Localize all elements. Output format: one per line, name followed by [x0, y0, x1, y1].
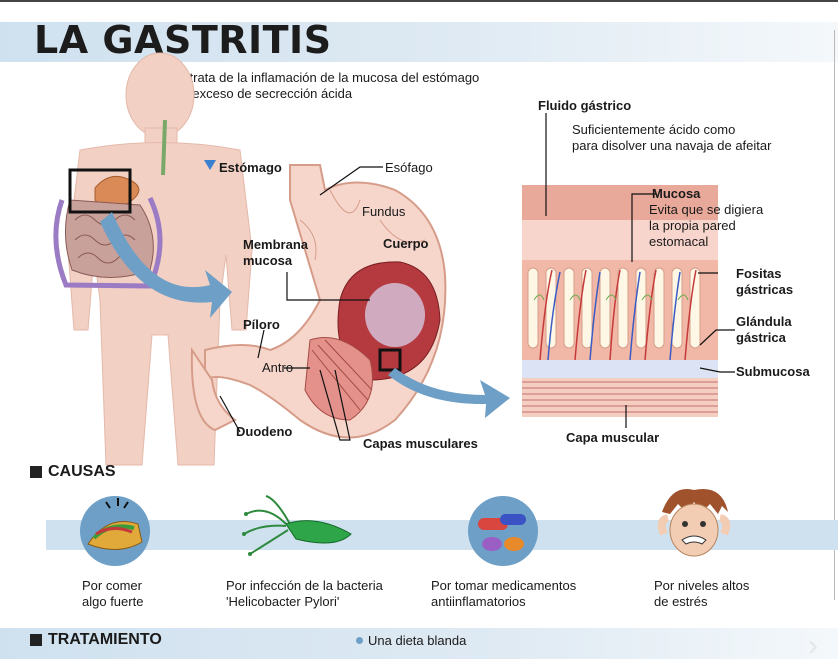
cause-1-line-1: Por comer: [82, 578, 142, 593]
zoom-arrow-2: [388, 368, 510, 418]
label-fositas-1: Fositas: [736, 266, 782, 281]
subtitle-line-1: Se trata de la inflamación de la mucosa …: [170, 70, 480, 85]
mucosa-desc-1: Evita que se digiera: [649, 202, 764, 217]
causes-heading-text: CAUSAS: [48, 463, 116, 480]
cause-2-line-2: 'Helicobacter Pylori': [226, 594, 340, 609]
label-capas-musculares: Capas musculares: [363, 436, 478, 451]
label-estomago: Estómago: [219, 160, 282, 175]
label-glandula-2: gástrica: [736, 330, 786, 345]
cause-3-line-1: Por tomar medicamentos: [431, 578, 577, 593]
label-membrana-1: Membrana: [243, 237, 309, 252]
label-fositas-2: gástricas: [736, 282, 794, 297]
treatment-heading-text: TRATAMIENTO: [48, 631, 162, 648]
pills-icon: [468, 496, 538, 566]
taco-icon: [80, 496, 150, 566]
tissue-cross-section: [522, 185, 718, 417]
label-antro: Antro: [262, 360, 294, 375]
cause-3-line-2: antiinflamatorios: [431, 594, 526, 609]
bullet-dot-icon: [356, 637, 363, 644]
label-esofago: Esófago: [385, 160, 433, 175]
treatment-item-1-text: Una dieta blanda: [368, 633, 467, 648]
stressed-person-icon: [657, 488, 731, 557]
cause-2-line-1: Por infección de la bacteria: [226, 578, 383, 593]
causes-heading: CAUSAS: [30, 463, 116, 481]
fluido-desc-2: para disolver una navaja de afeitar: [572, 138, 772, 153]
treatment-band: [0, 628, 838, 659]
label-piloro: Píloro: [243, 317, 280, 332]
page-title: LA GASTRITIS: [34, 18, 332, 62]
cause-4-line-2: de estrés: [654, 594, 708, 609]
chevron-right-icon: ›: [808, 629, 818, 662]
right-divider: [834, 30, 835, 600]
mucosa-desc-2: la propia pared: [649, 218, 736, 233]
mucosa-desc-3: estomacal: [649, 234, 709, 249]
label-capa-muscular: Capa muscular: [566, 430, 660, 445]
label-glandula-1: Glándula: [736, 314, 792, 329]
stomach-zoom-box: [378, 348, 402, 372]
treatment-heading: TRATAMIENTO: [30, 631, 162, 649]
label-fluido-gastrico: Fluido gástrico: [538, 98, 632, 113]
gastritis-illustration: [53, 52, 735, 466]
zoom-arrow-1: [100, 212, 232, 318]
fluido-desc-1: Suficientemente ácido como: [572, 122, 736, 137]
label-cuerpo: Cuerpo: [383, 236, 429, 251]
triangle-down-icon: [204, 160, 216, 170]
body-zoom-box: [68, 168, 132, 214]
label-mucosa: Mucosa: [652, 186, 701, 201]
title-band: [0, 22, 838, 62]
subtitle-line-2: por exceso de secrección ácida: [170, 86, 353, 101]
label-membrana-2: mucosa: [243, 253, 293, 268]
treatment-item-1: Una dieta blanda: [356, 633, 466, 648]
square-bullet-icon: [30, 466, 42, 478]
cause-4-line-1: Por niveles altos: [654, 578, 750, 593]
cause-1-line-2: algo fuerte: [82, 594, 144, 609]
leader-lines: [219, 113, 735, 441]
body-esophagus: [161, 119, 167, 176]
top-rule: [0, 0, 838, 2]
label-submucosa: Submucosa: [736, 364, 810, 379]
label-duodeno: Duodeno: [236, 424, 293, 439]
square-bullet-icon: [30, 634, 42, 646]
bacteria-icon: [242, 495, 352, 556]
label-fundus: Fundus: [362, 204, 406, 219]
